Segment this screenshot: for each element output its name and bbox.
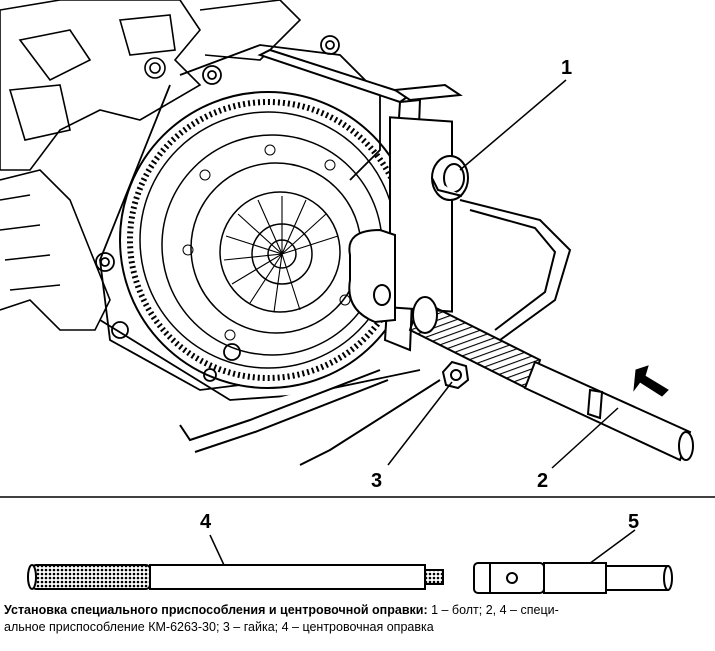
caption-title: Установка специального приспособления и … [4,603,428,617]
engine-block [0,0,302,331]
callout-3: 3 [371,470,382,492]
callout-4: 4 [200,511,212,533]
tool-part-5 [473,562,673,594]
centering-mandrel-part-4 [27,564,444,590]
callout-leaders [209,79,636,579]
tool-clamp-boss [348,228,396,324]
caption-line2: альное приспособление КМ-6263-30; 3 – га… [4,620,434,634]
callout-1: 1 [561,57,572,79]
callout-2: 2 [537,470,548,492]
callout-5: 5 [628,511,639,533]
nut-part-3 [441,360,470,390]
caption-line1-rest: 1 – болт; 2, 4 – специ- [427,603,559,617]
bolt-part-1 [431,155,469,201]
spindle-part-2 [408,296,694,462]
engine-adapter-plate [95,35,421,401]
push-direction-arrow [633,365,669,397]
figure-caption: Установка специального приспособления и … [4,602,712,636]
